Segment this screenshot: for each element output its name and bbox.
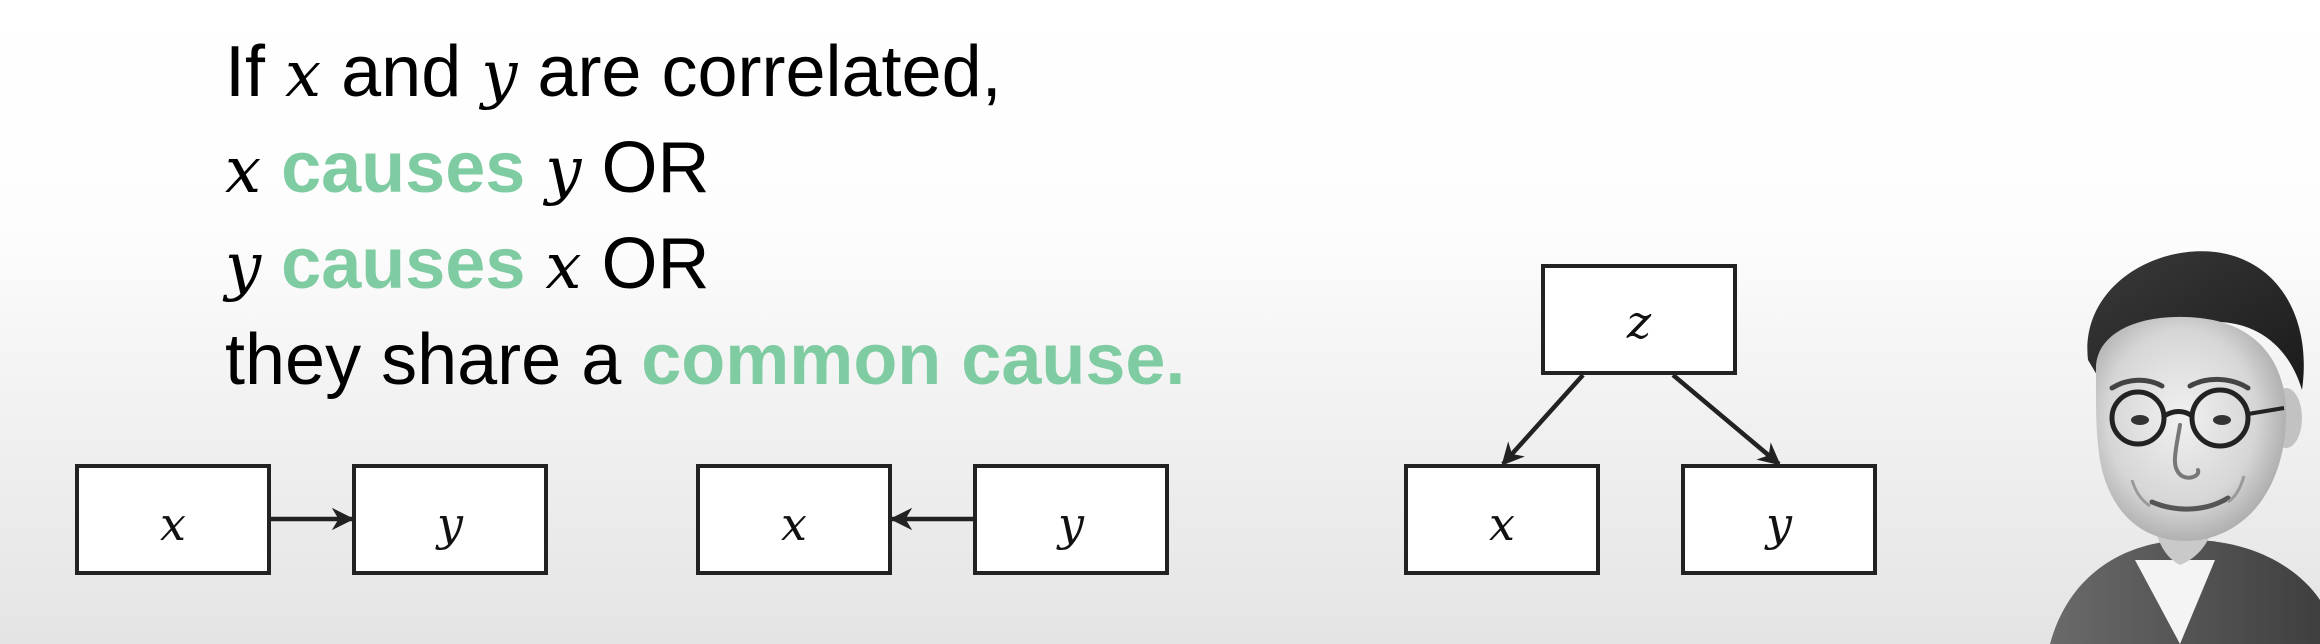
statement-line-1: If x and y are correlated,: [225, 24, 1185, 120]
line1-suffix: are correlated,: [517, 32, 1002, 112]
node-y: [973, 464, 1169, 575]
causes-highlight: causes: [261, 128, 546, 208]
node-x-label: x: [781, 497, 807, 551]
line3-suffix: OR: [581, 224, 710, 304]
diagram-x-causes-y: x y: [75, 464, 548, 575]
statement-line-4: they share a common cause.: [225, 312, 1185, 408]
var-y: y: [545, 134, 582, 208]
var-x: x: [545, 230, 582, 304]
correlation-statement: If x and y are correlated, x causes y OR…: [225, 24, 1185, 408]
var-y: y: [481, 38, 518, 112]
node-x-label: x: [1489, 497, 1515, 551]
node-y: [352, 464, 548, 575]
causes-highlight: causes: [261, 224, 546, 304]
common-cause-highlight: common cause.: [641, 320, 1186, 400]
diagram-y-causes-x: x y: [696, 464, 1169, 575]
arrow-z-to-y: [1671, 373, 1781, 466]
node-z-label: z: [1626, 295, 1652, 349]
line1-prefix: If: [225, 32, 286, 112]
arrow-z-to-x: [1501, 373, 1585, 466]
statement-line-2: x causes y OR: [225, 120, 1185, 216]
var-x: x: [285, 38, 322, 112]
node-y-label: y: [435, 497, 464, 551]
node-x: [75, 464, 271, 575]
var-x: x: [225, 134, 262, 208]
node-z: [1541, 264, 1737, 375]
node-x-label: x: [160, 497, 186, 551]
diagram-common-cause: z x y: [1404, 264, 1877, 575]
node-x: [1404, 464, 1600, 575]
line2-suffix: OR: [581, 128, 710, 208]
person-portrait-icon: [2050, 251, 2320, 644]
node-y-label: y: [1764, 497, 1793, 551]
line1-mid: and: [321, 32, 482, 112]
node-y-label: y: [1056, 497, 1085, 551]
node-y: [1681, 464, 1877, 575]
var-y: y: [225, 230, 262, 304]
statement-line-3: y causes x OR: [225, 216, 1185, 312]
line4-prefix: they share a: [225, 320, 642, 400]
